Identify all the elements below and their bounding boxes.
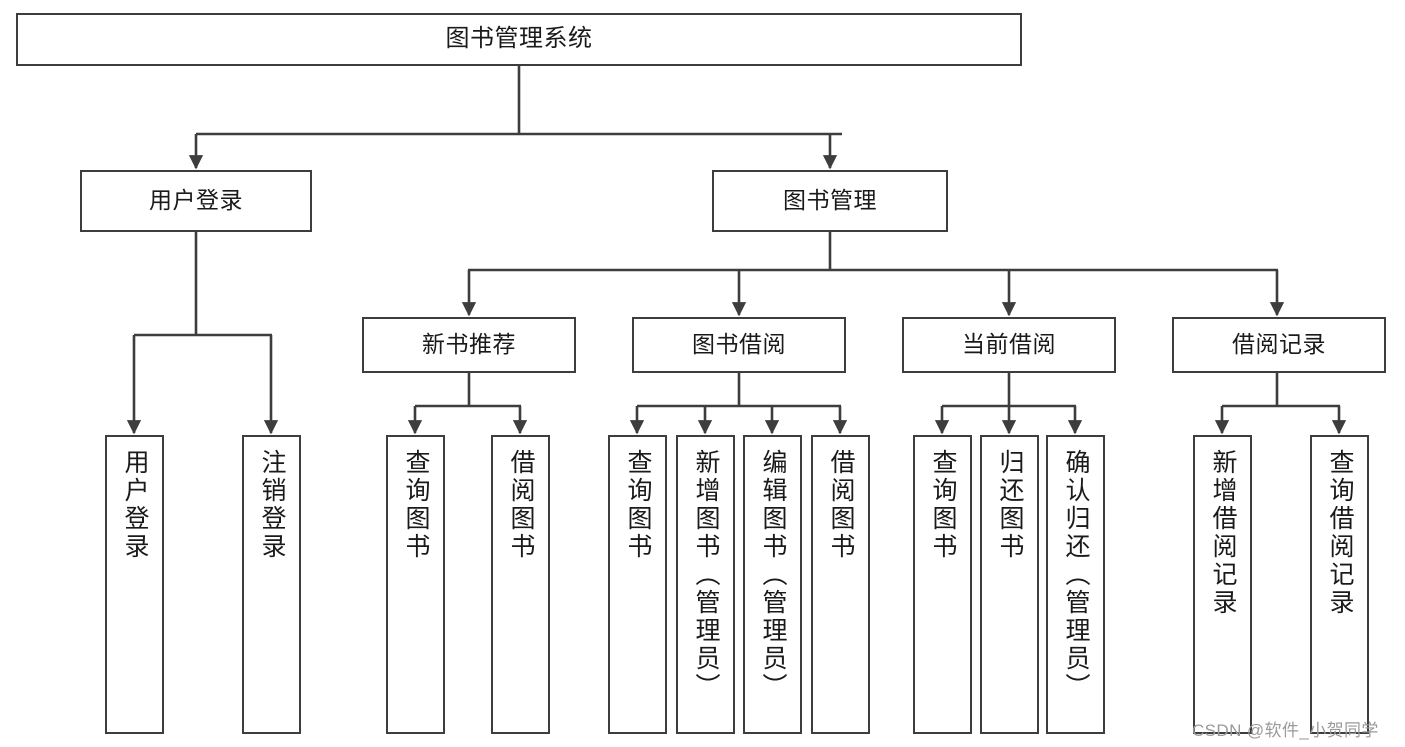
node-leaf-add-book-label: 新增图书（管理员） xyxy=(692,449,720,701)
node-user-login-label: 用户登录 xyxy=(149,187,243,214)
node-leaf-query-book-2-label: 查询图书 xyxy=(624,449,652,561)
watermark: CSDN @软件_小贺同学 xyxy=(1192,721,1379,740)
node-leaf-query-book-1[interactable]: 查询图书 xyxy=(386,435,445,734)
node-current-borrow[interactable]: 当前借阅 xyxy=(902,317,1116,373)
node-leaf-confirm-return[interactable]: 确认归还（管理员） xyxy=(1046,435,1105,734)
node-user-login[interactable]: 用户登录 xyxy=(80,170,312,232)
node-leaf-borrow-book-2-label: 借阅图书 xyxy=(827,449,855,561)
node-leaf-add-record-label: 新增借阅记录 xyxy=(1209,449,1237,617)
node-leaf-query-book-2[interactable]: 查询图书 xyxy=(608,435,667,734)
node-leaf-edit-book[interactable]: 编辑图书（管理员） xyxy=(743,435,802,734)
node-leaf-return-book[interactable]: 归还图书 xyxy=(980,435,1039,734)
node-leaf-borrow-book-2[interactable]: 借阅图书 xyxy=(811,435,870,734)
node-new-book-recommend-label: 新书推荐 xyxy=(422,331,516,358)
node-leaf-add-record[interactable]: 新增借阅记录 xyxy=(1193,435,1252,734)
node-borrow-record[interactable]: 借阅记录 xyxy=(1172,317,1386,373)
node-leaf-borrow-book-1-label: 借阅图书 xyxy=(507,449,535,561)
node-current-borrow-label: 当前借阅 xyxy=(962,331,1056,358)
node-root[interactable]: 图书管理系统 xyxy=(16,13,1022,66)
node-leaf-query-book-3[interactable]: 查询图书 xyxy=(913,435,972,734)
node-book-management[interactable]: 图书管理 xyxy=(712,170,948,232)
node-leaf-confirm-return-label: 确认归还（管理员） xyxy=(1062,449,1090,701)
node-leaf-logout-label: 注销登录 xyxy=(258,449,286,561)
node-leaf-borrow-book-1[interactable]: 借阅图书 xyxy=(491,435,550,734)
node-borrow-record-label: 借阅记录 xyxy=(1232,331,1326,358)
node-leaf-user-login[interactable]: 用户登录 xyxy=(105,435,164,734)
node-leaf-add-book[interactable]: 新增图书（管理员） xyxy=(676,435,735,734)
node-book-borrow[interactable]: 图书借阅 xyxy=(632,317,846,373)
node-leaf-return-book-label: 归还图书 xyxy=(996,449,1024,561)
node-leaf-user-login-label: 用户登录 xyxy=(121,449,149,561)
node-root-label: 图书管理系统 xyxy=(445,25,593,53)
node-leaf-query-record[interactable]: 查询借阅记录 xyxy=(1310,435,1369,734)
node-leaf-query-record-label: 查询借阅记录 xyxy=(1326,449,1354,617)
node-leaf-edit-book-label: 编辑图书（管理员） xyxy=(759,449,787,701)
node-book-management-label: 图书管理 xyxy=(783,187,877,214)
node-new-book-recommend[interactable]: 新书推荐 xyxy=(362,317,576,373)
node-leaf-query-book-3-label: 查询图书 xyxy=(929,449,957,561)
node-leaf-query-book-1-label: 查询图书 xyxy=(402,449,430,561)
node-book-borrow-label: 图书借阅 xyxy=(692,331,786,358)
node-leaf-logout[interactable]: 注销登录 xyxy=(242,435,301,734)
